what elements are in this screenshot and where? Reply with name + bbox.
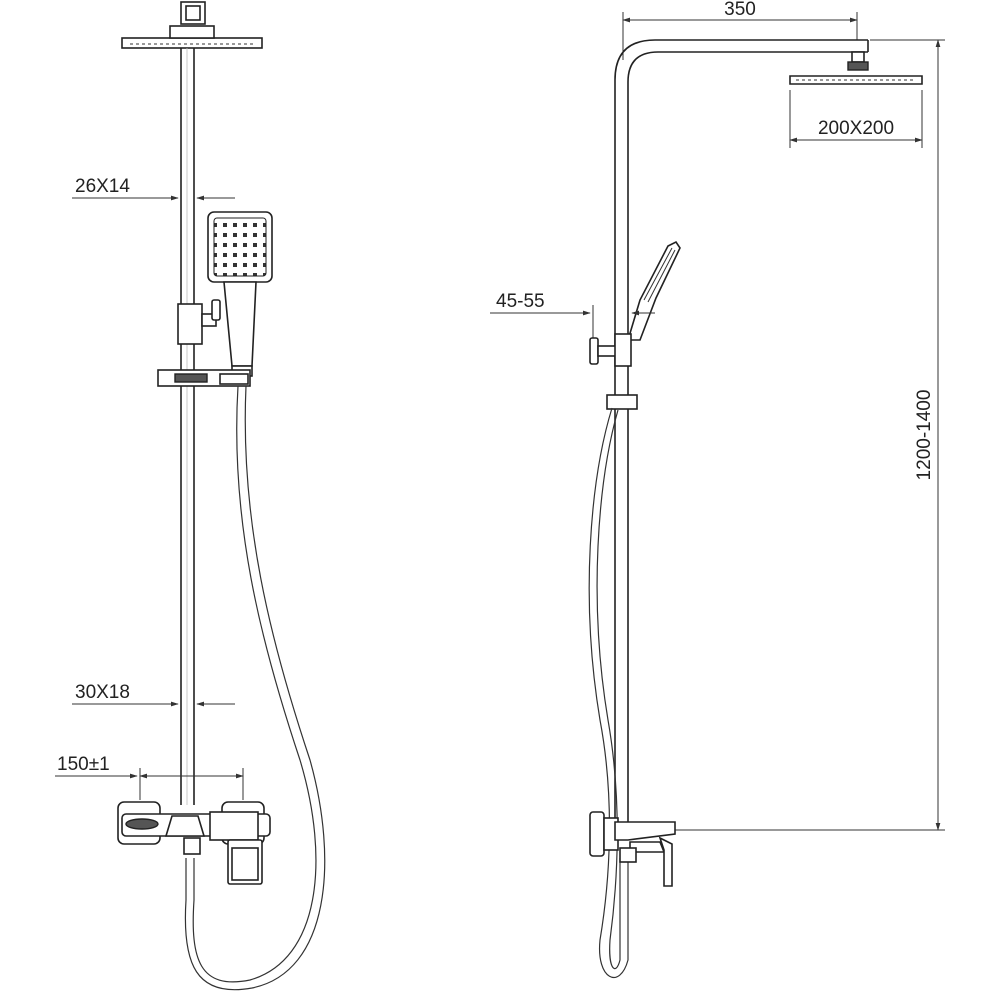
handshower-holder-front	[177, 299, 221, 345]
mixer-valve-front	[117, 801, 271, 885]
rain-shower-head-front	[121, 25, 263, 49]
sliding-bar-bracket	[157, 369, 251, 387]
dim-350: 350	[622, 0, 858, 60]
hose-outer-front	[192, 385, 317, 983]
hose-inner-front	[184, 385, 326, 991]
dim-1200-1400-label: 1200-1400	[914, 390, 935, 481]
dim-30x18-label: 30X18	[75, 682, 130, 703]
sliding-bar-bracket-side	[606, 394, 638, 410]
dim-45-55-label: 45-55	[496, 291, 545, 312]
dim-26x14-label: 26X14	[75, 176, 130, 197]
dim-150: 150±1	[55, 754, 244, 800]
dim-150-label: 150±1	[57, 754, 110, 775]
rain-head-nut	[185, 5, 201, 21]
rain-shower-head-side	[789, 51, 923, 85]
riser-pipe-front	[180, 48, 195, 805]
dim-45-55: 45-55	[490, 291, 655, 340]
hose-outer-side	[588, 407, 629, 979]
hand-shower-side	[626, 240, 681, 341]
dim-350-label: 350	[724, 0, 756, 20]
dim-30x18: 30X18	[72, 682, 235, 707]
side-view: 350 200X200 1200-1400	[490, 0, 945, 979]
hand-shower-front	[207, 211, 273, 377]
dim-26x14: 26X14	[72, 176, 235, 201]
dim-200x200: 200X200	[789, 90, 923, 148]
dim-200x200-label: 200X200	[818, 118, 894, 139]
dim-1200-1400: 1200-1400	[670, 39, 945, 831]
hose-inner-side	[596, 409, 621, 970]
mixer-valve-side	[589, 811, 676, 887]
front-view: 26X14 30X18	[55, 1, 326, 991]
handshower-holder-side	[589, 333, 632, 367]
shower-arm-side	[614, 39, 869, 830]
